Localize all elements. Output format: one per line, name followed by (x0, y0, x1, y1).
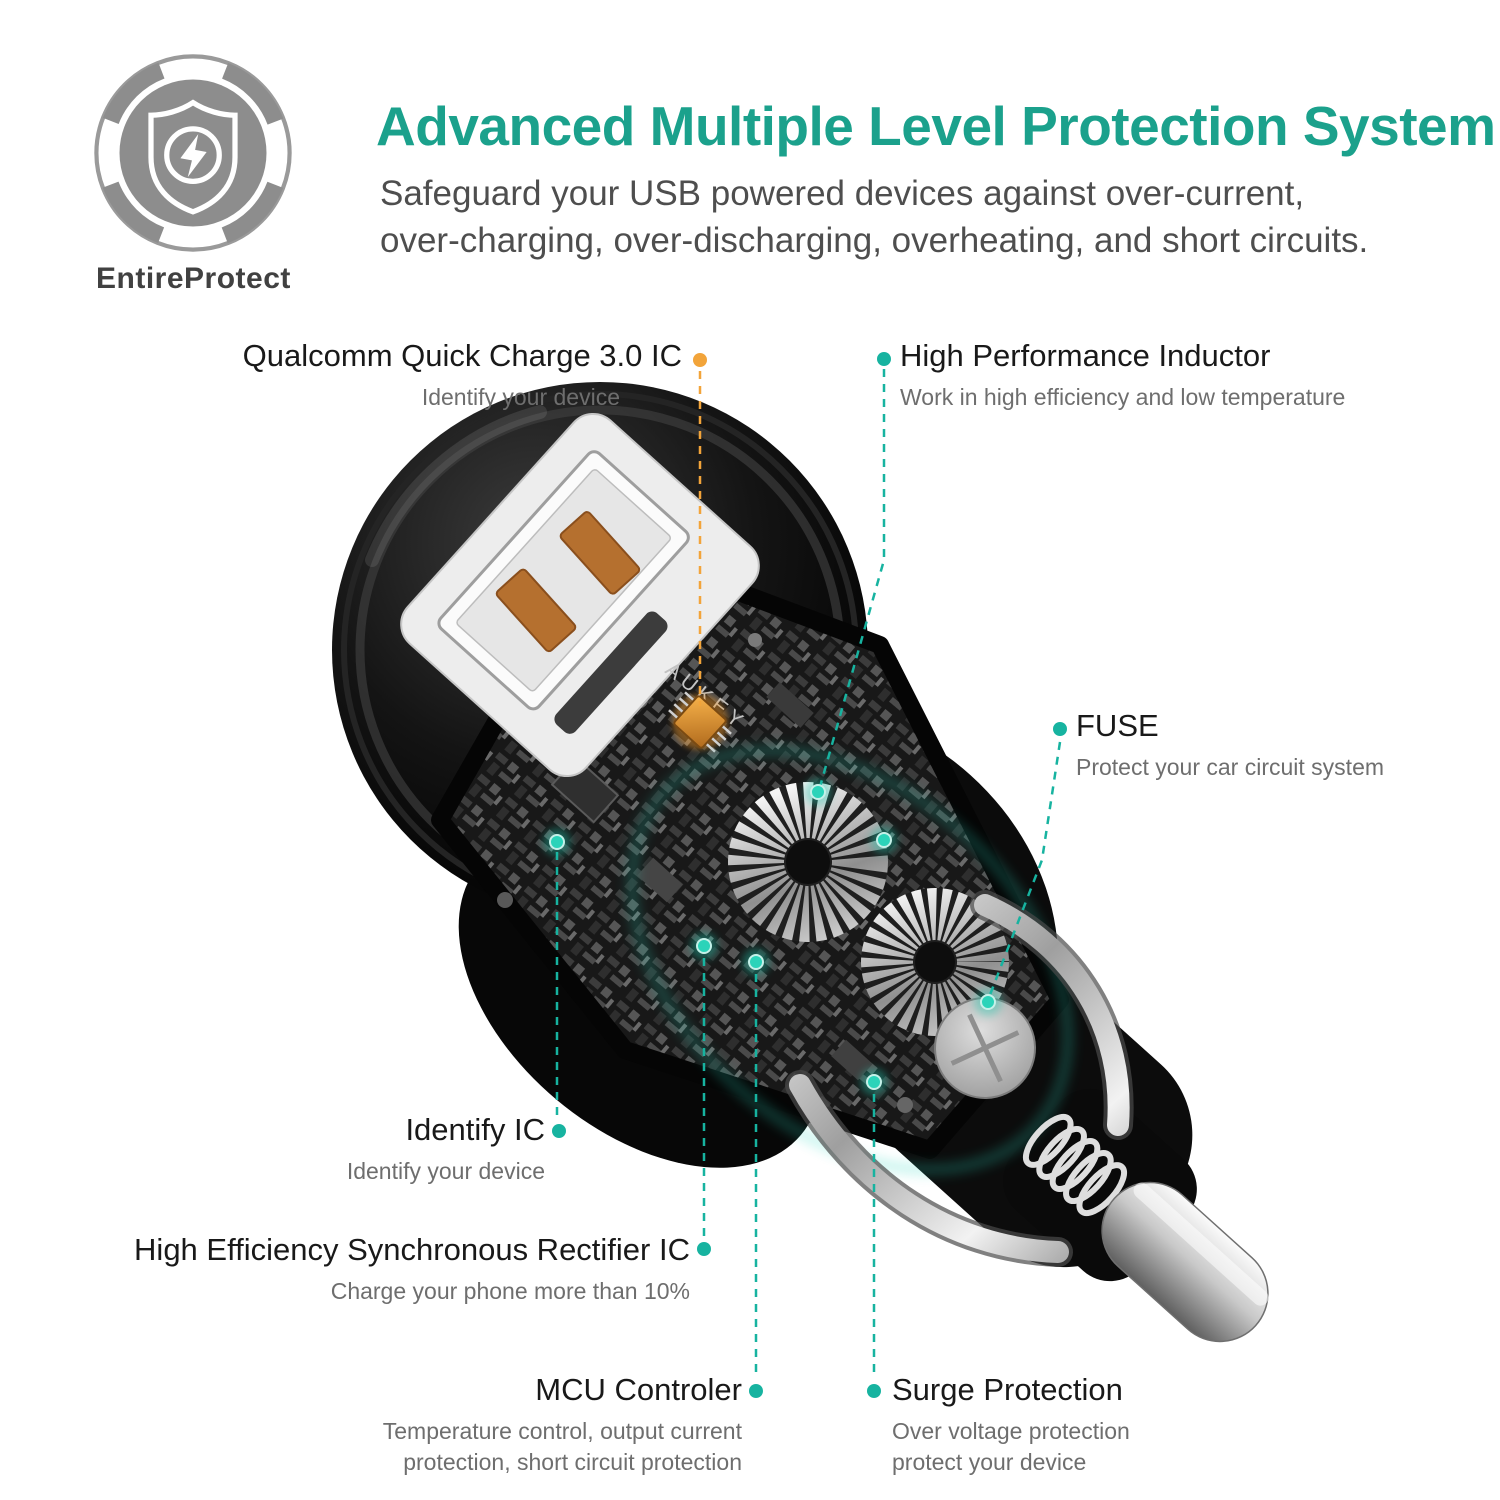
callout-inductor-desc: Work in high efficiency and low temperat… (900, 384, 1346, 410)
fuse-component (934, 997, 1036, 1099)
subtitle-line-1: Safeguard your USB powered devices again… (380, 174, 1305, 213)
callout-fuse: FUSE Protect your car circuit system (1076, 708, 1496, 783)
callout-mcu-title: MCU Controler (535, 1372, 742, 1407)
callout-qc-desc: Identify your device (421, 384, 620, 410)
callout-identify-dot (552, 1124, 566, 1138)
usb-contact-1 (495, 568, 577, 653)
inductor-coil-1 (728, 782, 888, 942)
callout-fuse-desc: Protect your car circuit system (1076, 754, 1385, 780)
page-subtitle: Safeguard your USB powered devices again… (380, 170, 1368, 264)
callout-rectifier-desc: Charge your phone more than 10% (330, 1278, 690, 1304)
callout-fuse-dot (1053, 722, 1067, 736)
callout-identify: Identify IC Identify your device (200, 1112, 545, 1187)
callout-mcu: MCU Controler Temperature control, outpu… (340, 1372, 742, 1478)
callout-identify-title: Identify IC (405, 1112, 545, 1147)
usb-contact-2 (559, 511, 641, 595)
callout-inductor-title: High Performance Inductor (900, 338, 1271, 373)
teal-glow (627, 745, 1073, 1175)
callout-surge-dot (867, 1384, 881, 1398)
callout-qc-dot (693, 353, 707, 367)
callout-inductor: High Performance Inductor Work in high e… (900, 338, 1420, 413)
callout-mcu-desc: Temperature control, output current prot… (340, 1416, 742, 1478)
spring-coil (1022, 1113, 1128, 1217)
callout-mcu-desc-line2: protection, short circuit protection (403, 1449, 742, 1475)
shield-lightning-icon (94, 54, 292, 252)
page-title: Advanced Multiple Level Protection Syste… (376, 95, 1496, 157)
callout-rectifier: High Efficiency Synchronous Rectifier IC… (90, 1232, 690, 1307)
callout-identify-desc: Identify your device (346, 1158, 545, 1184)
callout-surge-desc-line2: protect your device (892, 1449, 1087, 1475)
callout-surge-desc: Over voltage protection protect your dev… (892, 1416, 1372, 1478)
callout-qc-title: Qualcomm Quick Charge 3.0 IC (242, 338, 682, 373)
callout-mcu-dot (749, 1384, 763, 1398)
subtitle-line-2: over-charging, over-discharging, overhea… (380, 221, 1369, 260)
plug-tip (1101, 1181, 1269, 1343)
callout-qc: Qualcomm Quick Charge 3.0 IC Identify yo… (150, 338, 682, 413)
callout-rectifier-dot (697, 1242, 711, 1256)
callout-fuse-title: FUSE (1076, 708, 1159, 743)
callout-mcu-desc-line1: Temperature control, output current (382, 1418, 742, 1444)
callout-surge-desc-line1: Over voltage protection (892, 1418, 1130, 1444)
callout-rectifier-title: High Efficiency Synchronous Rectifier IC (134, 1232, 690, 1267)
callout-surge: Surge Protection Over voltage protection… (892, 1372, 1372, 1478)
usb-port (400, 412, 760, 778)
callout-inductor-dot (877, 352, 891, 366)
quick-charge-chip (668, 691, 732, 753)
badge-label: EntireProtect (96, 262, 291, 295)
callout-surge-title: Surge Protection (892, 1372, 1123, 1407)
